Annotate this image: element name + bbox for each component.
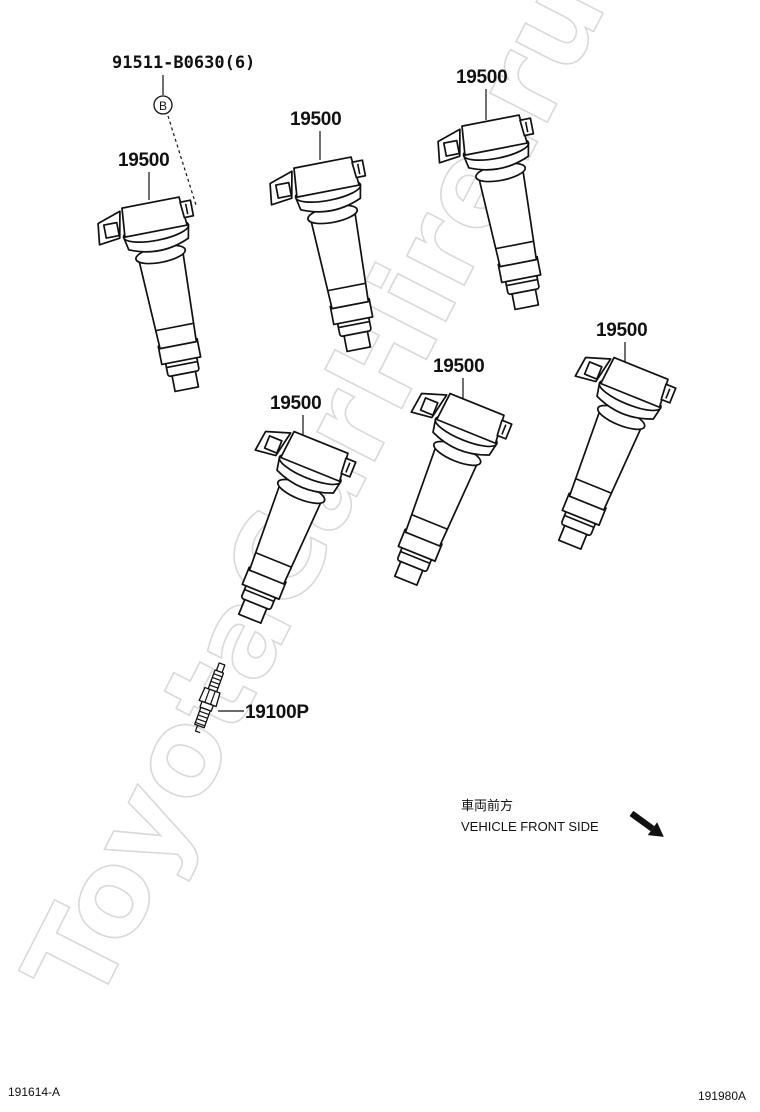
drawing-code-right: 191980A — [698, 1089, 746, 1103]
direction-label-japanese: 車両前方 — [461, 798, 513, 813]
drawing-code-left: 191614-A — [8, 1085, 60, 1099]
ignition-coil-6 — [515, 345, 679, 561]
spark-plug-part-number: 19100P — [245, 702, 309, 723]
coil-2-part-number: 19500 — [290, 109, 341, 130]
bolt-dashed-leader — [167, 115, 197, 206]
bolt-part-number: 91511-B0630(6) — [112, 53, 255, 73]
coil-4-part-number: 19500 — [270, 393, 321, 414]
arrow-down-right-icon — [629, 810, 664, 837]
bolt-ref-circle — [153, 95, 173, 115]
ignition-coil-1 — [92, 194, 227, 402]
spark-plug — [194, 662, 226, 734]
coil-5-part-number: 19500 — [433, 356, 484, 377]
direction-label: VEHICLE FRONT SIDE — [461, 819, 599, 834]
bolt-ref-letter: B — [159, 99, 167, 113]
coil-3-part-number: 19500 — [456, 67, 507, 88]
coil-1-part-number: 19500 — [118, 150, 169, 171]
coil-6-part-number: 19500 — [596, 320, 647, 341]
